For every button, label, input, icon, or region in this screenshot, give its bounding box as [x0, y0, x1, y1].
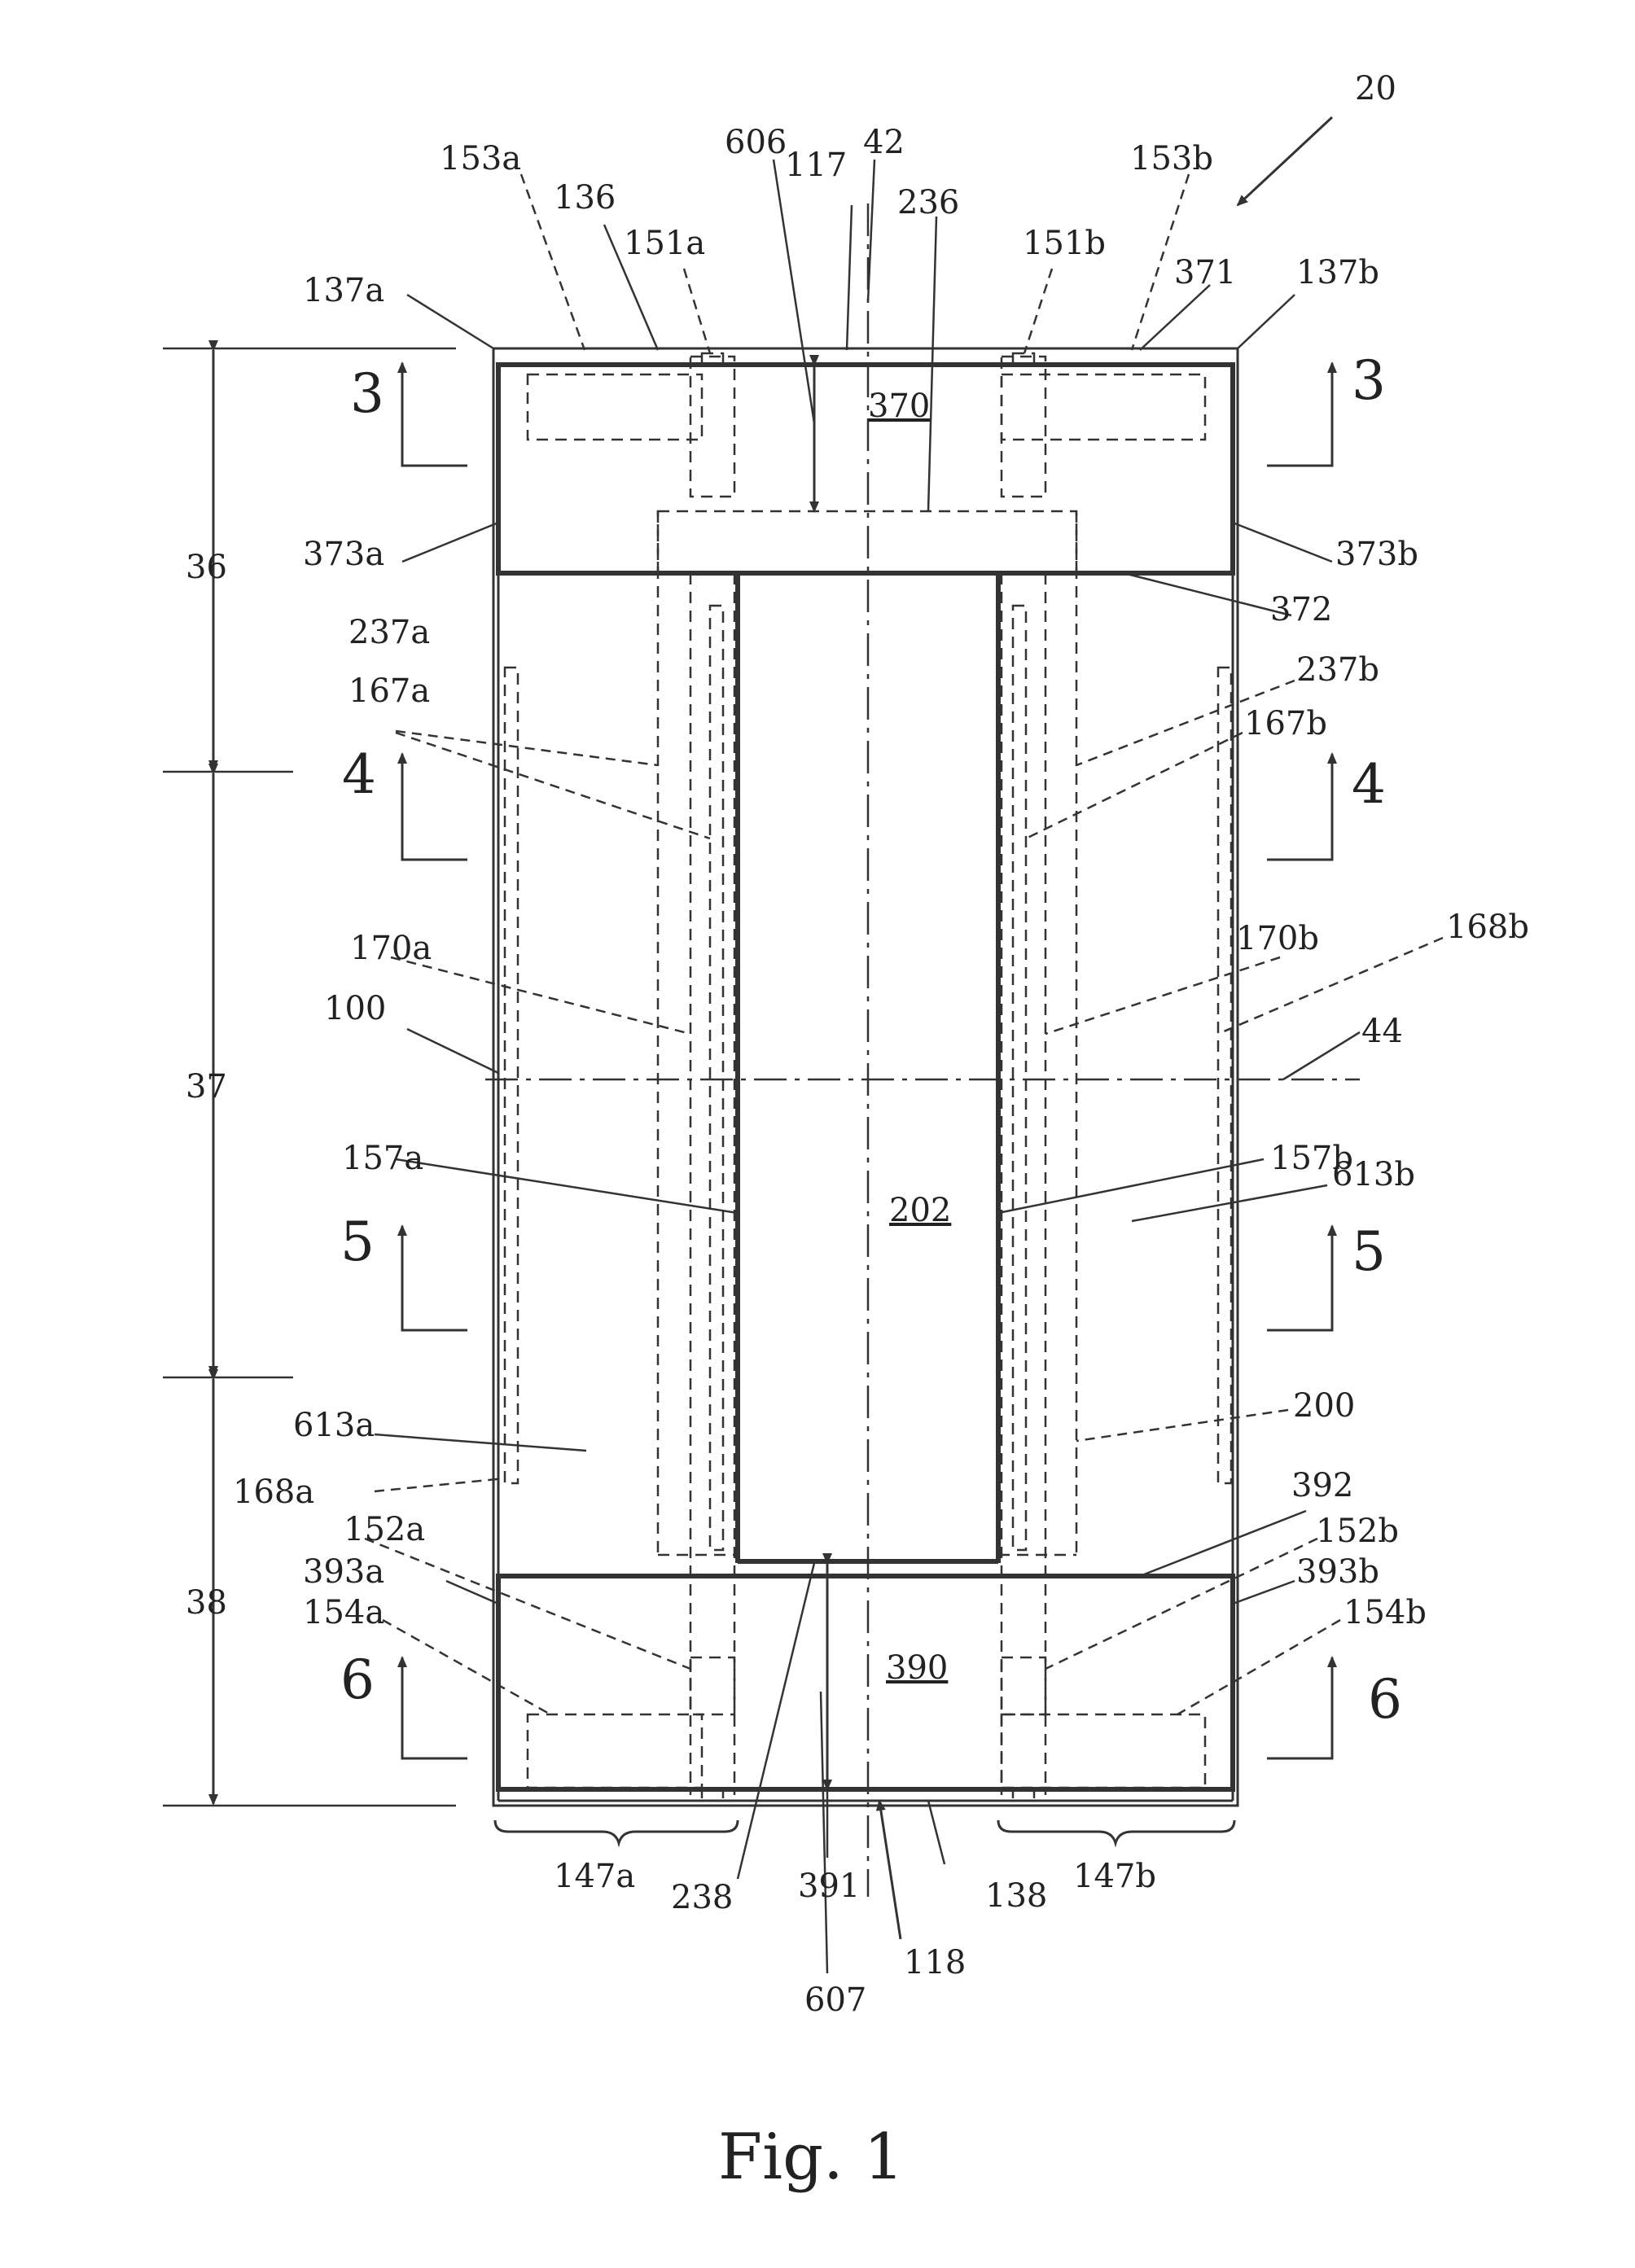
section-3-right: 3 — [1352, 349, 1386, 412]
label-154b: 154b — [1344, 1594, 1427, 1631]
chassis-outline — [493, 348, 1238, 1806]
center-lines — [485, 204, 1360, 1897]
label-370: 370 — [868, 387, 930, 425]
label-606: 606 — [725, 124, 787, 161]
label-138: 138 — [985, 1877, 1047, 1915]
label-153b: 153b — [1130, 140, 1213, 177]
label-44: 44 — [1361, 1013, 1403, 1050]
label-238: 238 — [671, 1879, 733, 1916]
label-137b: 137b — [1296, 254, 1379, 291]
label-136: 136 — [554, 179, 616, 217]
label-393b: 393b — [1296, 1553, 1379, 1591]
label-152b: 152b — [1316, 1513, 1399, 1550]
label-202: 202 — [889, 1192, 951, 1229]
label-151b: 151b — [1023, 225, 1106, 262]
label-607: 607 — [804, 1981, 866, 2019]
label-151a: 151a — [624, 225, 705, 262]
label-167b: 167b — [1244, 705, 1327, 742]
figure-caption: Fig. 1 — [718, 2121, 904, 2194]
label-20: 20 — [1355, 70, 1396, 107]
label-100: 100 — [324, 990, 386, 1027]
label-373a: 373a — [303, 536, 384, 573]
section-4-right: 4 — [1352, 753, 1386, 816]
section-6-left: 6 — [340, 1648, 375, 1711]
ear-brackets — [495, 1820, 1234, 1843]
label-373b: 373b — [1335, 536, 1418, 573]
label-372: 372 — [1270, 591, 1332, 628]
label-391: 391 — [798, 1867, 860, 1905]
label-200: 200 — [1293, 1387, 1355, 1425]
label-613b: 613b — [1332, 1156, 1415, 1193]
label-147b: 147b — [1073, 1858, 1156, 1895]
label-393a: 393a — [303, 1553, 384, 1591]
section-6-right: 6 — [1368, 1668, 1402, 1731]
label-237b: 237b — [1296, 651, 1379, 689]
label-170a: 170a — [350, 930, 432, 967]
label-147a: 147a — [554, 1858, 635, 1895]
label-236: 236 — [897, 184, 959, 221]
label-152a: 152a — [344, 1511, 425, 1548]
label-170b: 170b — [1236, 920, 1319, 957]
label-137a: 137a — [303, 272, 384, 309]
section-5-right: 5 — [1352, 1220, 1386, 1283]
label-371: 371 — [1174, 254, 1236, 291]
label-153a: 153a — [440, 140, 521, 177]
label-157a: 157a — [342, 1140, 423, 1177]
label-390: 390 — [886, 1649, 948, 1687]
label-36: 36 — [186, 549, 227, 586]
label-168b: 168b — [1446, 909, 1529, 946]
label-168a: 168a — [233, 1473, 314, 1511]
back-waistband — [498, 1576, 1233, 1801]
label-392: 392 — [1291, 1467, 1353, 1504]
section-5-left: 5 — [340, 1211, 375, 1273]
label-38: 38 — [186, 1584, 227, 1622]
front-waistband — [498, 353, 1233, 573]
label-237a: 237a — [348, 614, 430, 651]
label-37: 37 — [186, 1068, 227, 1106]
label-42: 42 — [863, 124, 905, 161]
label-118: 118 — [904, 1944, 966, 1981]
label-154a: 154a — [303, 1594, 384, 1631]
label-167a: 167a — [348, 672, 430, 710]
label-613a: 613a — [293, 1407, 375, 1444]
section-4-left: 4 — [342, 743, 376, 806]
label-117: 117 — [785, 147, 847, 184]
section-3-left: 3 — [350, 362, 384, 425]
